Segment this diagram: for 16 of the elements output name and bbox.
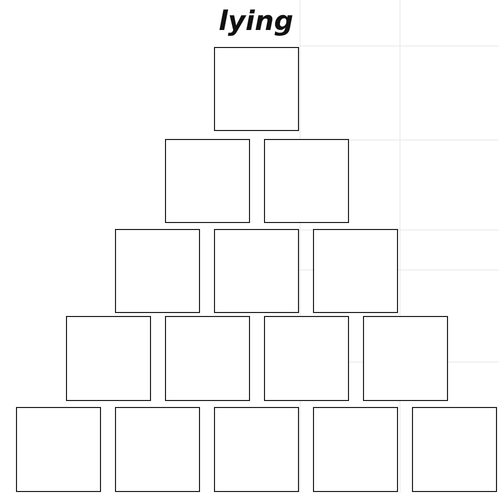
empty-box bbox=[214, 229, 299, 313]
empty-box bbox=[16, 407, 101, 492]
empty-box bbox=[66, 316, 150, 401]
empty-box bbox=[412, 407, 497, 492]
empty-box bbox=[313, 229, 398, 313]
empty-box bbox=[214, 47, 299, 131]
empty-box bbox=[214, 407, 299, 492]
empty-box bbox=[264, 139, 348, 223]
title: lying bbox=[218, 5, 294, 39]
empty-box bbox=[362, 316, 448, 401]
empty-box bbox=[313, 407, 398, 492]
empty-box bbox=[115, 229, 200, 313]
empty-box bbox=[164, 139, 250, 223]
empty-box bbox=[164, 316, 250, 401]
empty-box bbox=[115, 407, 200, 492]
empty-box bbox=[264, 316, 348, 401]
